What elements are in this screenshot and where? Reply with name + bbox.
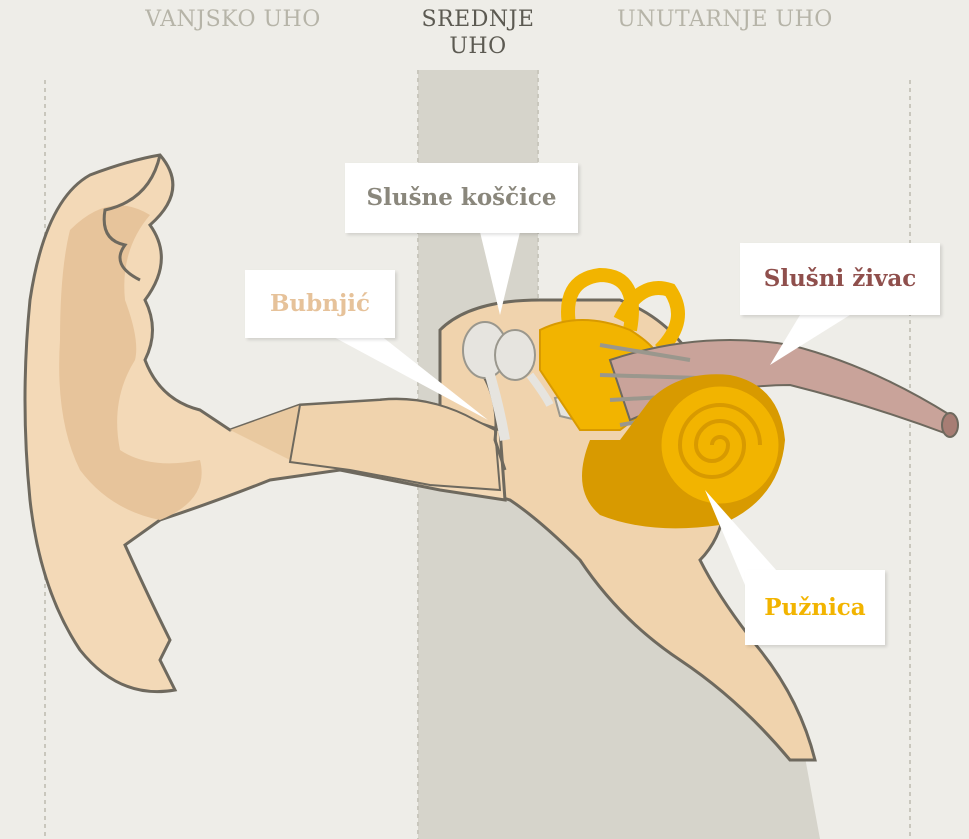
- callout-ossicles-label: Slušne koščice: [367, 184, 557, 211]
- header-outer-ear-text: VANJSKO UHO: [145, 7, 321, 32]
- callout-cochlea: Pužnica: [745, 570, 885, 645]
- header-middle-line2: UHO: [408, 33, 548, 60]
- header-middle-ear: SREDNJE UHO: [408, 6, 548, 60]
- callout-eardrum: Bubnjić: [245, 270, 395, 338]
- callout-cochlea-label: Pužnica: [764, 594, 865, 621]
- callout-nerve: Slušni živac: [740, 243, 940, 315]
- header-inner-ear: UNUTARNJE UHO: [590, 6, 860, 33]
- header-outer-ear: VANJSKO UHO: [108, 6, 358, 33]
- callout-eardrum-label: Bubnjić: [270, 290, 370, 317]
- header-middle-line1: SREDNJE: [408, 6, 548, 33]
- callout-nerve-label: Slušni živac: [764, 265, 917, 292]
- header-inner-ear-text: UNUTARNJE UHO: [617, 7, 833, 32]
- callout-ossicles: Slušne koščice: [345, 163, 578, 233]
- nerve-end: [942, 413, 958, 437]
